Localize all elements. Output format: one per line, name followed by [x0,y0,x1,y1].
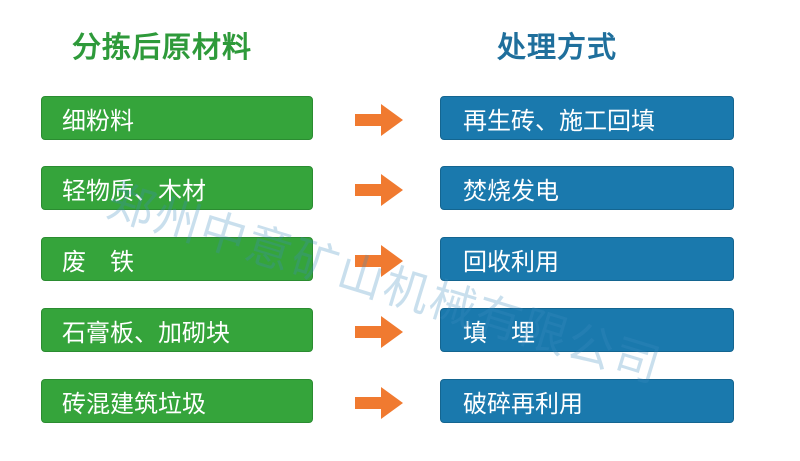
material-box: 废 铁 [41,237,313,281]
material-label: 砖混建筑垃圾 [62,389,206,418]
material-box: 砖混建筑垃圾 [41,379,313,423]
method-label: 回收利用 [463,247,559,276]
processing-header: 处理方式 [497,30,618,64]
method-label: 焚烧发电 [463,176,559,205]
material-box: 细粉料 [41,96,313,140]
method-box: 再生砖、施工回填 [440,96,734,140]
method-label: 破碎再利用 [463,389,583,418]
material-label: 废 铁 [62,247,134,276]
method-box: 焚烧发电 [440,166,734,210]
flow-row: 废 铁 回收利用 [0,237,800,283]
material-label: 细粉料 [62,106,134,135]
method-label: 填 埋 [463,318,535,347]
method-box: 填 埋 [440,308,734,352]
arrow-right-icon [355,245,403,277]
material-box: 石膏板、加砌块 [41,308,313,352]
method-box: 破碎再利用 [440,379,734,423]
material-label: 轻物质、木材 [62,176,206,205]
material-label: 石膏板、加砌块 [62,318,230,347]
method-box: 回收利用 [440,237,734,281]
flow-row: 石膏板、加砌块 填 埋 [0,308,800,354]
flow-row: 砖混建筑垃圾 破碎再利用 [0,379,800,425]
arrow-right-icon [355,316,403,348]
materials-header: 分拣后原材料 [72,30,253,64]
flow-row: 轻物质、木材 焚烧发电 [0,166,800,212]
arrow-right-icon [355,387,403,419]
arrow-right-icon [355,104,403,136]
flow-row: 细粉料 再生砖、施工回填 [0,96,800,142]
material-box: 轻物质、木材 [41,166,313,210]
arrow-right-icon [355,174,403,206]
method-label: 再生砖、施工回填 [463,106,655,135]
